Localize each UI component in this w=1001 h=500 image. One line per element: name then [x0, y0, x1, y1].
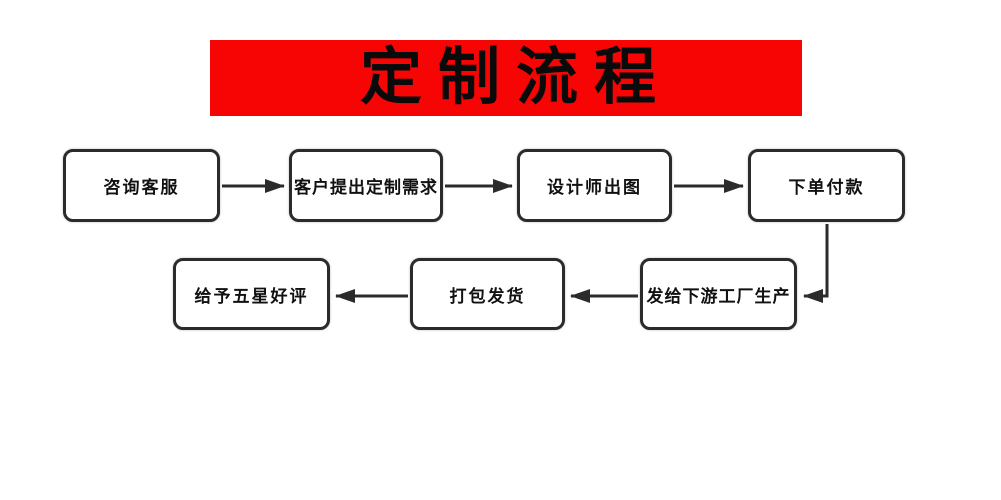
flow-node-pack-ship: 打包发货 [410, 258, 565, 330]
flow-node-label: 下单付款 [788, 178, 865, 197]
flow-node-designer-drawing: 设计师出图 [517, 149, 672, 222]
flow-node-place-order-pay: 下单付款 [748, 149, 905, 222]
flow-node-label: 设计师出图 [547, 178, 642, 197]
flow-node-label: 打包发货 [449, 286, 526, 306]
flow-node-consult-service: 咨询客服 [63, 149, 220, 222]
flow-node-five-star-review: 给予五星好评 [173, 258, 330, 330]
flow-node-customer-requirements: 客户提出定制需求 [289, 149, 443, 222]
arrow-order-to-factory [803, 224, 829, 303]
title-banner: 定制流程 [210, 40, 802, 116]
flow-node-factory-production: 发给下游工厂生产 [640, 258, 797, 330]
flow-node-label: 客户提出定制需求 [294, 178, 438, 197]
flow-node-label: 咨询客服 [103, 178, 180, 197]
flow-node-label: 给予五星好评 [194, 286, 309, 306]
page-title: 定制流程 [359, 44, 672, 112]
flow-node-label: 发给下游工厂生产 [646, 286, 791, 306]
